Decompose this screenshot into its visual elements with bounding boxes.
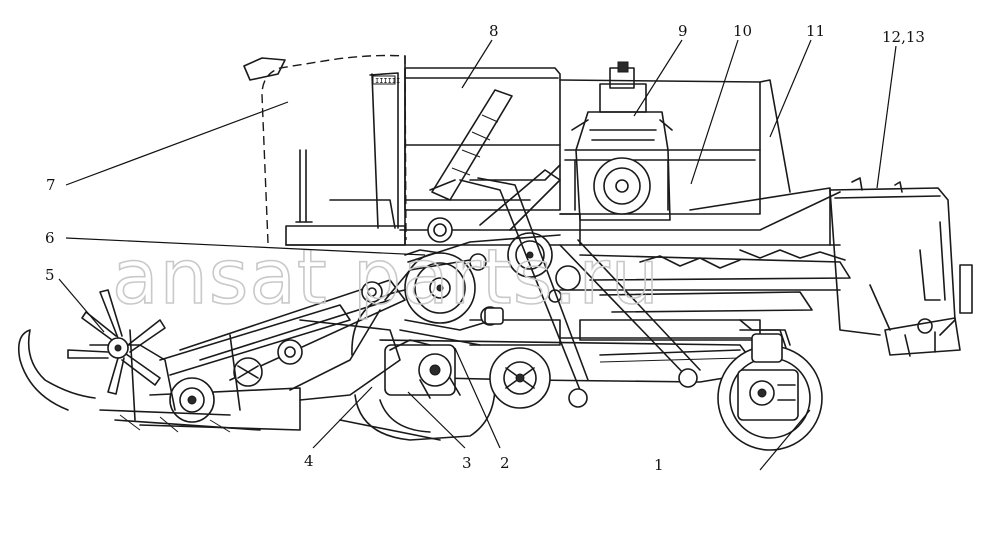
leader-1	[759, 409, 811, 471]
callout-12-13: 12,13	[882, 28, 925, 46]
leader-12-13	[876, 45, 897, 189]
callout-2: 2	[500, 454, 510, 472]
callout-5: 5	[45, 266, 55, 284]
cab-plate	[372, 75, 396, 85]
leader-4	[312, 386, 373, 449]
callouts: 1 2 3 4 5 6 7 8 9 10 11 12,13	[45, 22, 925, 474]
leader-lines	[58, 39, 897, 471]
callout-3: 3	[462, 454, 472, 472]
leader-10	[690, 39, 739, 185]
callout-6: 6	[45, 229, 55, 247]
callout-4: 4	[304, 452, 314, 470]
cab-plate-text: IIIIII	[375, 77, 400, 85]
callout-11: 11	[806, 22, 825, 40]
callout-1: 1	[654, 456, 664, 474]
front-drive-wheel	[339, 289, 551, 441]
rear-wheel	[717, 319, 823, 451]
unloading-auger	[429, 89, 701, 408]
leader-7	[65, 101, 289, 186]
leader-6	[65, 237, 426, 256]
engine	[571, 61, 673, 221]
callout-10: 10	[733, 22, 752, 40]
straw-walkers	[559, 249, 851, 313]
leader-2	[454, 347, 501, 449]
rear-chopper	[689, 177, 973, 357]
leader-3	[407, 391, 466, 449]
leader-8	[461, 39, 493, 89]
reel	[67, 289, 166, 395]
header-feeder	[17, 279, 406, 433]
cab: IIIIII	[243, 54, 407, 246]
callout-9: 9	[678, 22, 688, 40]
leader-11	[769, 39, 812, 138]
leader-9	[633, 39, 683, 117]
callout-7: 7	[46, 176, 56, 194]
callout-8: 8	[489, 22, 499, 40]
leader-5	[58, 278, 105, 333]
watermark: ansat parts.ru	[112, 232, 660, 321]
